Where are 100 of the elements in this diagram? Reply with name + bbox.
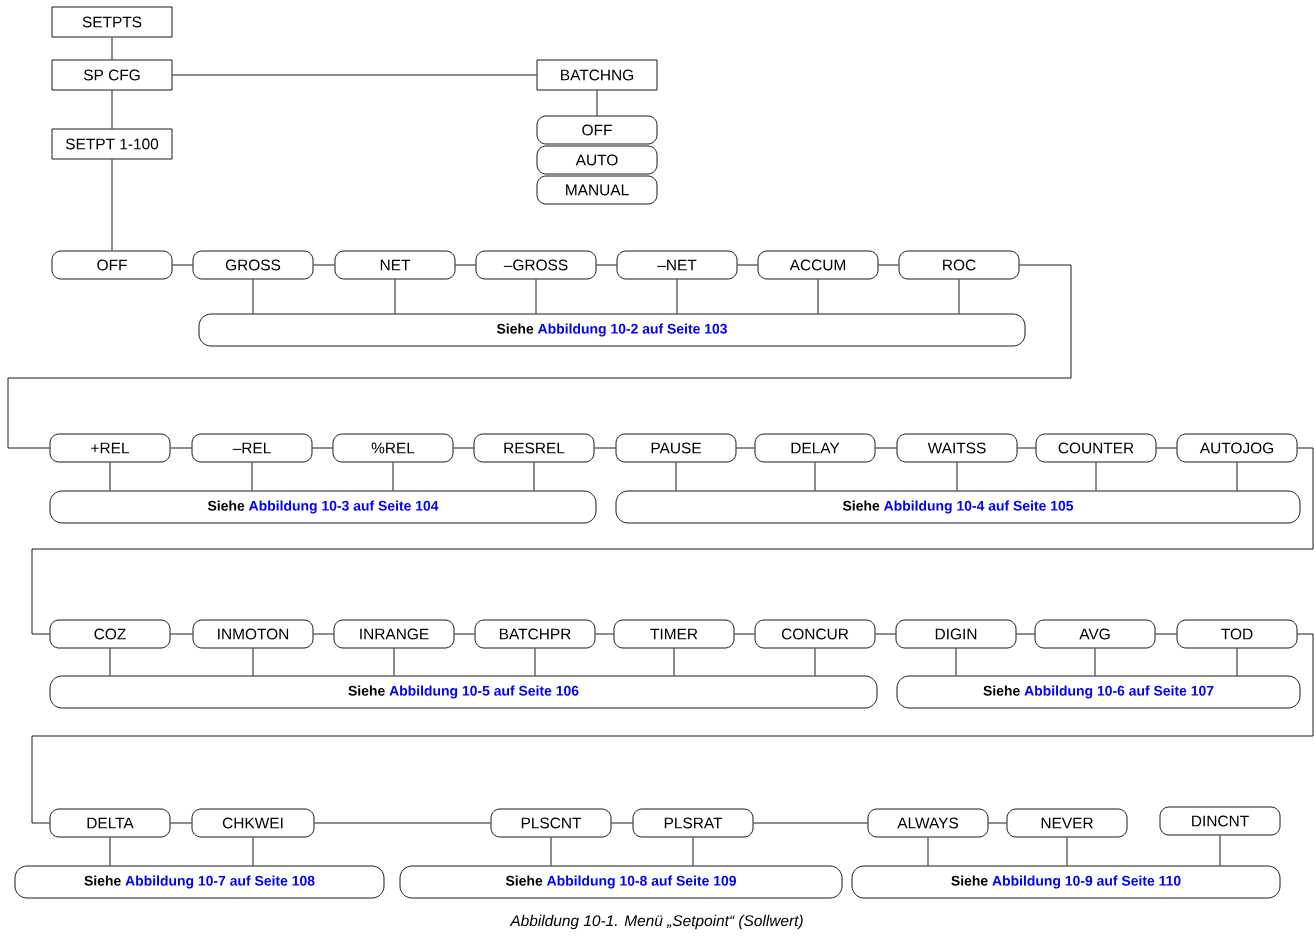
connector-line [1066, 837, 1068, 866]
menu-option: PLSCNT [490, 808, 612, 838]
reference-bar: Siehe Abbildung 10-7 auf Seite 108 [14, 865, 385, 899]
connector-line [111, 90, 113, 129]
connector-line [675, 462, 677, 491]
menu-option: CHKWEI [191, 808, 315, 838]
connector-line [534, 648, 536, 676]
menu-option: COUNTER [1035, 433, 1157, 463]
reference-bar: Siehe Abbildung 10-3 auf Seite 104 [49, 490, 597, 524]
menu-box: SETPTS [51, 6, 173, 38]
menu-option: TOD [1176, 619, 1298, 649]
menu-option: PAUSE [615, 433, 737, 463]
connector-line [170, 447, 192, 449]
connector-line [1236, 648, 1238, 676]
connector-line [692, 837, 694, 866]
menu-box: BATCHNG [536, 59, 658, 91]
menu-option: ROC [898, 250, 1020, 280]
connector-line [535, 279, 537, 314]
connector-line [875, 633, 896, 635]
connector-line [7, 264, 1072, 449]
connector-line [988, 822, 1007, 824]
connector-line [313, 264, 335, 266]
menu-option: –NET [616, 250, 738, 280]
connector-line [252, 837, 254, 866]
menu-option: ACCUM [757, 250, 879, 280]
menu-option: DELTA [49, 808, 171, 838]
connector-line [455, 264, 476, 266]
reference-bar: Siehe Abbildung 10-6 auf Seite 107 [896, 675, 1301, 709]
connector-line [454, 633, 475, 635]
menu-option: RESREL [473, 433, 595, 463]
connector-line [611, 822, 633, 824]
connector-line [596, 264, 617, 266]
connector-line [550, 837, 552, 866]
menu-option: DINCNT [1159, 806, 1281, 836]
caption: Abbildung 10-1. Menü „Setpoint“ (Sollwert) [509, 914, 803, 930]
connector-line [170, 822, 192, 824]
menu-option: DELAY [754, 433, 876, 463]
connector-line [109, 648, 111, 676]
reference-bar: Siehe Abbildung 10-5 auf Seite 106 [49, 675, 878, 709]
menu-box: SETPT 1-100 [51, 128, 173, 160]
menu-option: PLSRAT [632, 808, 754, 838]
menu-option: –REL [191, 433, 313, 463]
connector-line [392, 462, 394, 491]
menu-option: NEVER [1006, 808, 1128, 838]
menu-option: NET [334, 250, 456, 280]
connector-line [1219, 835, 1221, 866]
connector-line [955, 648, 957, 676]
connector-line [736, 447, 755, 449]
connector-line [1095, 462, 1097, 491]
connector-line [109, 462, 111, 491]
connector-line [533, 462, 535, 491]
connector-line [252, 648, 254, 676]
connector-line [734, 633, 755, 635]
menu-option: –GROSS [475, 250, 597, 280]
connector-line [1017, 447, 1036, 449]
connector-line [111, 159, 113, 251]
connector-line [1094, 648, 1096, 676]
reference-bar: Siehe Abbildung 10-8 auf Seite 109 [399, 865, 843, 899]
menu-option: OFF [51, 250, 173, 280]
connector-line [1016, 633, 1035, 635]
connector-line [393, 648, 395, 676]
connector-line [875, 447, 897, 449]
connector-line [595, 633, 614, 635]
menu-option: WAITSS [896, 433, 1018, 463]
reference-bar: Siehe Abbildung 10-2 auf Seite 103 [198, 313, 1026, 347]
menu-option: AUTO [536, 145, 658, 175]
menu-option: INMOTON [192, 619, 314, 649]
menu-option: +REL [49, 433, 171, 463]
connector-line [172, 74, 537, 76]
connector-line [737, 264, 758, 266]
connector-line [313, 633, 334, 635]
connector-line [170, 633, 193, 635]
connector-line [31, 447, 1314, 635]
connector-line [453, 447, 474, 449]
menu-option: AUTOJOG [1176, 433, 1298, 463]
connector-line [956, 462, 958, 491]
connector-line [111, 37, 113, 60]
menu-box: SP CFG [51, 59, 173, 91]
menu-option: CONCUR [754, 619, 876, 649]
connector-line [1155, 633, 1177, 635]
connector-line [1236, 462, 1238, 491]
connector-line [817, 279, 819, 314]
connector-line [753, 822, 868, 824]
connector-line [172, 264, 193, 266]
connector-line [814, 462, 816, 491]
connector-line [394, 279, 396, 314]
connector-line [878, 264, 899, 266]
connector-line [314, 822, 491, 824]
menu-option: COZ [49, 619, 171, 649]
connector-line [594, 447, 616, 449]
connector-line [312, 447, 333, 449]
connector-line [673, 648, 675, 676]
menu-option: GROSS [192, 250, 314, 280]
connector-line [31, 633, 1314, 824]
reference-bar: Siehe Abbildung 10-4 auf Seite 105 [615, 490, 1301, 524]
menu-option: MANUAL [536, 175, 658, 205]
menu-option: OFF [536, 115, 658, 145]
connector-line [1156, 447, 1177, 449]
menu-option: AVG [1034, 619, 1156, 649]
connector-line [596, 90, 598, 116]
